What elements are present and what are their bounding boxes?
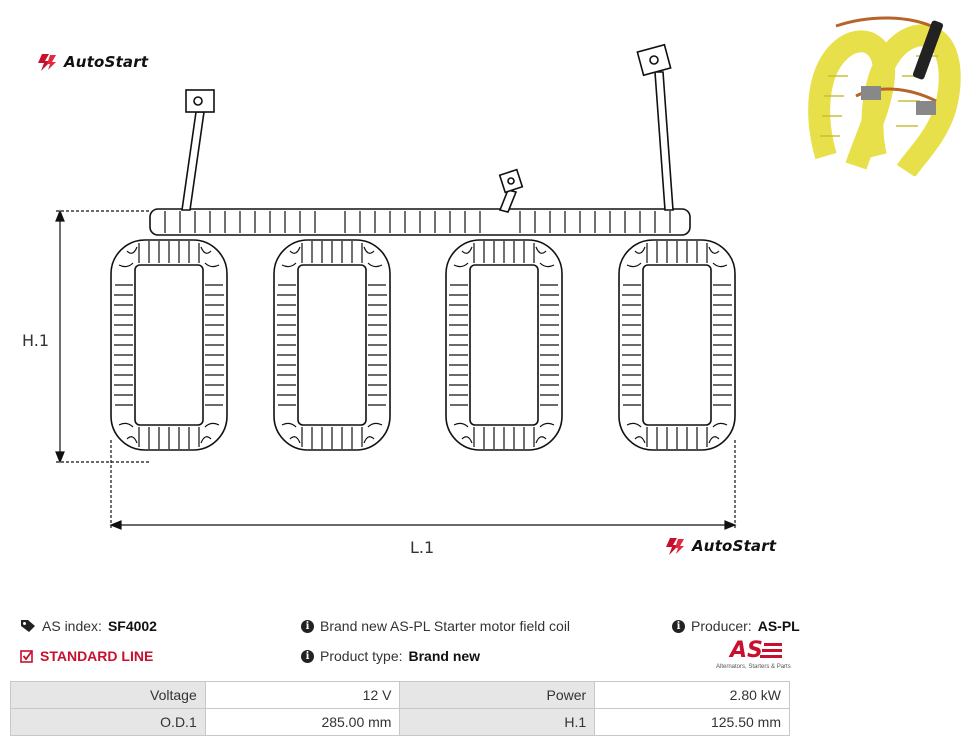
as-index: AS index: SF4002 — [20, 618, 157, 634]
autostart-logo-icon — [38, 54, 56, 71]
product-type: i Product type: Brand new — [301, 648, 480, 664]
standard-line-badge: STANDARD LINE — [20, 648, 153, 664]
height-dimension-label: H.1 — [22, 331, 49, 350]
spec-table: Voltage 12 V Power 2.80 kW O.D.1 285.00 … — [10, 681, 790, 736]
field-coil-drawing: H.1 L.1 — [22, 43, 737, 557]
producer: i Producer: AS-PL — [672, 618, 800, 634]
producer-label: Producer: — [691, 618, 752, 634]
spec-value: 2.80 kW — [594, 681, 790, 709]
table-row: Voltage 12 V Power 2.80 kW — [10, 681, 790, 709]
length-dimension-label: L.1 — [410, 538, 434, 557]
table-row: O.D.1 285.00 mm H.1 125.50 mm — [10, 708, 790, 736]
autostart-logo-icon — [666, 538, 684, 555]
tag-icon — [21, 620, 35, 632]
brand-logo-bottom: AutoStart — [664, 536, 776, 556]
info-icon: i — [301, 619, 314, 633]
product-type-label: Product type: — [320, 648, 403, 664]
spec-value: 125.50 mm — [594, 708, 790, 736]
as-index-value: SF4002 — [107, 618, 157, 634]
brand-name: AutoStart — [692, 537, 777, 555]
spec-value: 12 V — [204, 681, 401, 709]
info-icon: i — [301, 649, 314, 663]
info-icon: i — [672, 619, 685, 633]
brand-name: AutoStart — [64, 53, 149, 71]
checkbox-checked-icon — [20, 650, 33, 663]
description-text: Brand new AS-PL Starter motor field coil — [320, 618, 571, 634]
field-coil-photo[interactable] — [806, 6, 972, 176]
product-type-value: Brand new — [408, 648, 481, 664]
spec-value: 285.00 mm — [204, 708, 401, 736]
product-description: i Brand new AS-PL Starter motor field co… — [301, 618, 570, 634]
spec-key: H.1 — [399, 708, 596, 736]
spec-key: O.D.1 — [10, 708, 206, 736]
as-logo-text: AS — [730, 638, 763, 663]
as-index-label: AS index: — [42, 618, 102, 634]
as-pl-logo: AS Alternators, Starters & Parts — [716, 640, 802, 674]
as-logo-tagline: Alternators, Starters & Parts — [716, 664, 791, 670]
producer-value: AS-PL — [757, 618, 800, 634]
standard-line-text: STANDARD LINE — [40, 648, 154, 664]
brand-logo-top: AutoStart — [36, 52, 148, 72]
spec-key: Power — [399, 681, 596, 709]
spec-key: Voltage — [10, 681, 206, 709]
